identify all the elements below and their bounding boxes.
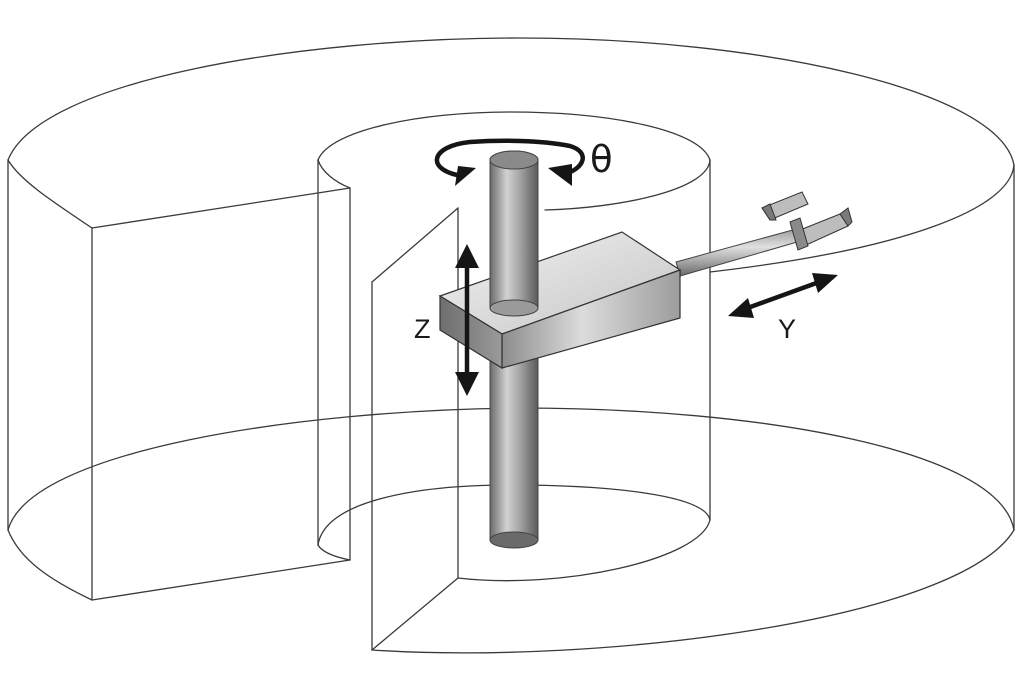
outer-bottom-left: [7, 529, 93, 601]
outer-top-rim: [7, 37, 1015, 166]
cut-top-edge-right: [371, 207, 459, 283]
outer-top-rim-right: [709, 164, 1015, 273]
work-envelope: [7, 37, 1015, 654]
z-axis-arrow-icon: [455, 244, 479, 396]
outer-bottom-right: [371, 529, 1015, 654]
y-label: Y: [778, 314, 796, 344]
gripper-icon: [761, 191, 853, 251]
outer-top-rim-left: [7, 159, 93, 229]
cut-top-edge-left: [91, 187, 351, 229]
cut-bottom-edge-right: [371, 577, 459, 651]
inner-bottom-front: [457, 519, 711, 582]
inner-top-rim-front-left: [317, 159, 351, 189]
y-axis-arrow-icon: [728, 273, 838, 318]
inner-top-rim-front: [544, 159, 711, 211]
column-upper-segment: [489, 150, 539, 317]
z-label: Z: [414, 314, 431, 344]
carriage-block: [438, 231, 682, 370]
cut-bottom-edge-left: [91, 559, 351, 601]
rotation-arrow-icon: [434, 138, 585, 186]
inner-top-rim: [317, 111, 711, 161]
theta-label: θ: [590, 138, 613, 181]
inner-bottom-left: [317, 544, 351, 561]
